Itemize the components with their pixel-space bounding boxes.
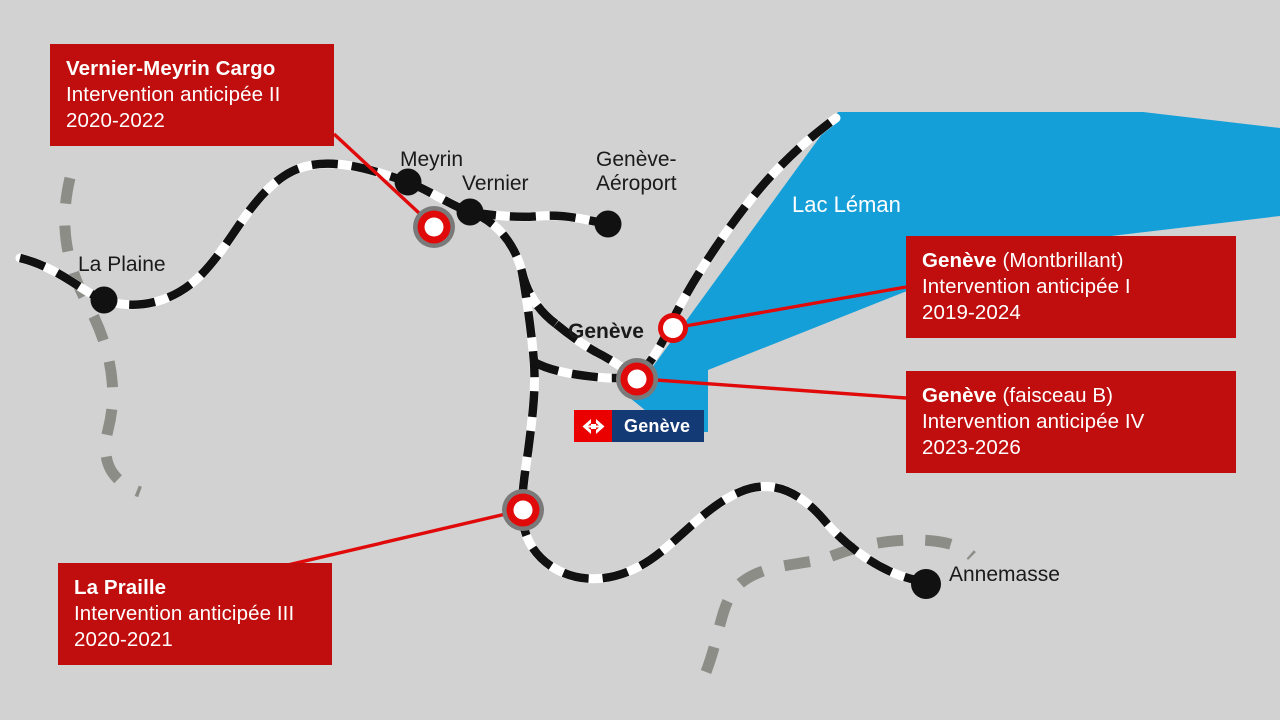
sbb-station-name: Genève — [624, 415, 691, 436]
place-label-geneve: Genève — [568, 320, 644, 343]
place-label-meyrin: Meyrin — [400, 148, 464, 171]
place-label-la-plaine: La Plaine — [78, 253, 166, 276]
leader-line-vernier-meyrin — [332, 132, 435, 228]
callout-intervention: Intervention anticipée III — [74, 601, 295, 625]
callout-intervention: Intervention anticipée II — [66, 82, 281, 106]
station-dot-vernier — [456, 198, 484, 226]
station-dots — [90, 168, 941, 599]
sbb-station-name-box: Genève — [612, 410, 705, 442]
intervention-marker-faisceau-b[interactable] — [616, 358, 658, 400]
station-dot-meyrin — [394, 168, 422, 196]
leader-line-montbrillant — [673, 285, 907, 330]
callout-geneve-faisceau-b[interactable]: Genève (faisceau B) Intervention anticip… — [906, 371, 1236, 473]
lake-leman-shape — [630, 112, 1280, 432]
intervention-marker-la-praille[interactable] — [502, 489, 544, 531]
place-label-geneve-aeroport-line1: Genève- — [596, 148, 677, 171]
leader-line-faisceau-b — [641, 377, 907, 400]
callout-la-praille[interactable]: La Praille Intervention anticipée III 20… — [58, 563, 332, 665]
callout-title: Vernier-Meyrin Cargo — [66, 57, 276, 80]
lake-label-lac-leman: Lac Léman — [792, 192, 901, 217]
station-dot-annemasse — [911, 569, 941, 599]
callout-title: Genève (faisceau B) — [922, 384, 1114, 407]
place-label-annemasse: Annemasse — [949, 563, 1060, 586]
callout-years: 2023-2026 — [922, 435, 1021, 459]
callout-title: La Praille — [74, 576, 167, 599]
sbb-double-arrow-icon — [582, 418, 604, 434]
national-border-southeast — [700, 534, 976, 674]
callout-intervention: Intervention anticipée I — [922, 274, 1131, 298]
callout-intervention: Intervention anticipée IV — [922, 409, 1145, 433]
callout-vernier-meyrin-cargo[interactable]: Vernier-Meyrin Cargo Intervention antici… — [50, 44, 334, 146]
callout-years: 2020-2022 — [66, 108, 165, 132]
sbb-logo-box — [574, 410, 612, 442]
national-border — [59, 176, 143, 498]
place-label-geneve-aeroport-line2: Aéroport — [596, 172, 677, 196]
callout-years: 2020-2021 — [74, 627, 173, 651]
station-dot-la-plaine — [90, 286, 118, 314]
intervention-marker-montbrillant[interactable] — [658, 313, 688, 343]
intervention-marker-vernier-meyrin[interactable] — [413, 206, 455, 248]
place-label-vernier: Vernier — [462, 172, 529, 195]
sbb-station-badge: Genève — [574, 410, 705, 442]
callout-years: 2019-2024 — [922, 300, 1021, 324]
callout-geneve-montbrillant[interactable]: Genève (Montbrillant) Intervention antic… — [906, 236, 1236, 338]
station-dot-geneve-aeroport — [594, 210, 622, 238]
callout-title: Genève (Montbrillant) — [922, 249, 1124, 272]
place-label-geneve-aeroport: Genève- Aéroport — [596, 148, 677, 197]
